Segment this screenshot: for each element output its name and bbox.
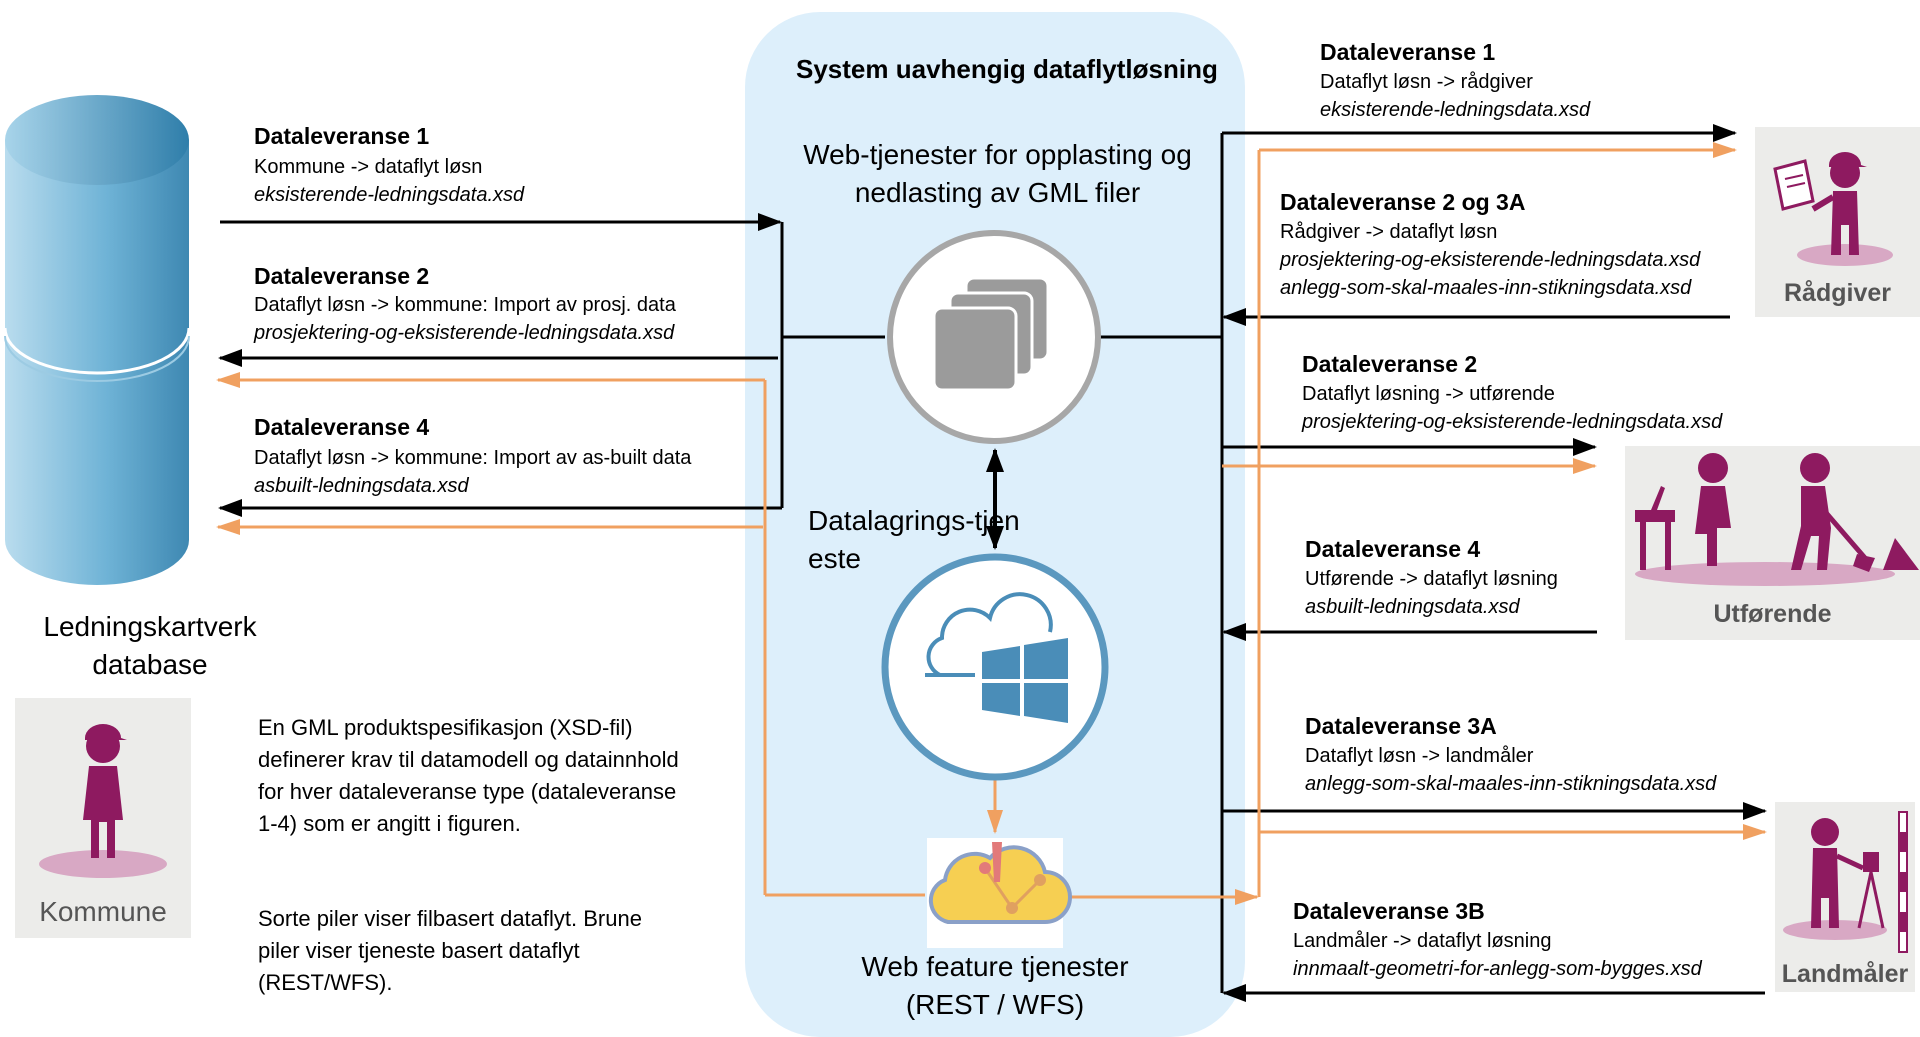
left-flow-3-file: asbuilt-ledningsdata.xsd	[254, 475, 469, 497]
left-flow-2-file: prosjektering-og-eksisterende-ledningsda…	[254, 322, 675, 344]
right-flow-3-file: prosjektering-og-eksisterende-ledningsda…	[1302, 411, 1723, 433]
db-label: Ledningskartverk database	[43, 611, 257, 680]
note-paragraph-1: En GML produktspesifikasjon (XSD-fil) de…	[258, 715, 679, 836]
storage-label: Datalagrings-tjen este	[808, 505, 1020, 574]
person-icon	[39, 724, 167, 878]
left-flow-1-line: Kommune -> dataflyt løsn	[254, 156, 483, 178]
left-flow-2-line: Dataflyt løsn -> kommune: Import av pros…	[254, 294, 676, 316]
web-services-label: Web-tjenester for opplasting og nedlasti…	[803, 139, 1192, 208]
right-flow-6-file: innmaalt-geometri-for-anlegg-som-bygges.…	[1293, 958, 1702, 980]
service-arrows	[216, 142, 1767, 905]
right-flow-5-file: anlegg-som-skal-maales-inn-stikningsdata…	[1305, 773, 1717, 795]
right-flow-6-line: Landmåler -> dataflyt løsning	[1293, 930, 1552, 952]
system-title: System uavhengig dataflytløsning	[796, 54, 1218, 84]
worker-persons-icon	[1635, 453, 1919, 586]
radgiver-panel: Rådgiver	[1755, 127, 1920, 317]
radgiver-label: Rådgiver	[1784, 279, 1891, 307]
left-flow-1-file: eksisterende-ledningsdata.xsd	[254, 184, 525, 206]
right-flow-4-file: asbuilt-ledningsdata.xsd	[1305, 596, 1520, 618]
consultant-person-icon	[1773, 152, 1893, 266]
right-flow-1-title: Dataleveranse 1	[1320, 39, 1496, 65]
utforende-panel: Utførende	[1625, 446, 1920, 640]
right-flow-2-line: Rådgiver -> dataflyt løsn	[1280, 221, 1498, 243]
left-flow-3-title: Dataleveranse 4	[254, 414, 430, 440]
right-flow-4-title: Dataleveranse 4	[1305, 536, 1481, 562]
note-paragraph-2: Sorte piler viser filbasert dataflyt. Br…	[258, 906, 642, 995]
kommune-label: Kommune	[39, 896, 167, 927]
right-flow-2-file2: anlegg-som-skal-maales-inn-stikningsdata…	[1280, 277, 1692, 299]
right-flow-3-title: Dataleveranse 2	[1302, 351, 1478, 377]
right-flow-1-line: Dataflyt løsn -> rådgiver	[1320, 71, 1533, 93]
landmaler-panel: Landmåler	[1775, 802, 1915, 992]
right-flow-3-line: Dataflyt løsning -> utførende	[1302, 383, 1555, 405]
left-flow-3-line: Dataflyt løsn -> kommune: Import av as-b…	[254, 447, 692, 469]
right-flow-2-title: Dataleveranse 2 og 3A	[1280, 189, 1526, 215]
left-file-arrows	[218, 213, 885, 517]
left-flow-2-title: Dataleveranse 2	[254, 263, 430, 289]
right-flow-5-title: Dataleveranse 3A	[1305, 713, 1497, 739]
right-flow-6-title: Dataleveranse 3B	[1293, 898, 1485, 924]
kommune-panel: Kommune	[15, 698, 191, 938]
right-file-arrows	[1100, 124, 1767, 1002]
cloud-windows-icon	[881, 553, 1109, 781]
surveyor-person-icon	[1783, 811, 1908, 953]
right-flow-4-line: Utførende -> dataflyt løsning	[1305, 568, 1558, 590]
left-flow-1-title: Dataleveranse 1	[254, 123, 430, 149]
landmaler-label: Landmåler	[1781, 960, 1909, 988]
utforende-label: Utførende	[1713, 600, 1832, 628]
right-flow-1-file: eksisterende-ledningsdata.xsd	[1320, 99, 1591, 121]
wfs-label: Web feature tjenester (REST / WFS)	[861, 951, 1129, 1020]
right-flow-5-line: Dataflyt løsn -> landmåler	[1305, 745, 1534, 767]
database-cylinder-icon	[3, 95, 191, 585]
right-flow-2-file: prosjektering-og-eksisterende-ledningsda…	[1280, 249, 1701, 271]
stack-icon	[887, 230, 1101, 444]
wfs-cloud-icon	[927, 838, 1072, 948]
